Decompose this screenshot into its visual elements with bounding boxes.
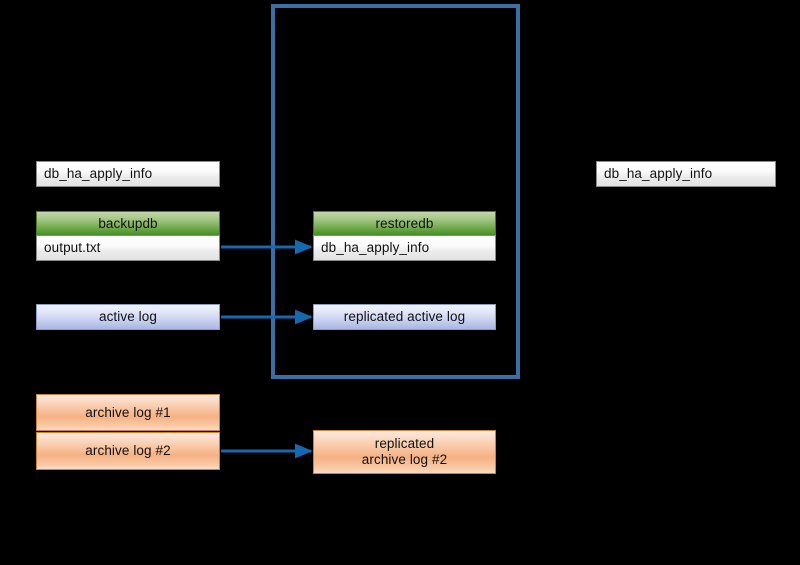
node-restoredb-header: restoredb <box>313 211 496 236</box>
node-backupdb-output: output.txt <box>36 235 220 261</box>
node-source-db-ha-apply-info: db_ha_apply_info <box>36 161 220 187</box>
node-replicated-active-log: replicated active log <box>313 304 496 330</box>
node-archive-log-2: archive log #2 <box>36 432 220 470</box>
node-restoredb-db-ha-apply-info: db_ha_apply_info <box>313 235 496 261</box>
node-target-db-ha-apply-info: db_ha_apply_info <box>596 161 776 187</box>
ha-boundary <box>271 4 520 379</box>
node-archive-log-1: archive log #1 <box>36 394 220 431</box>
node-active-log: active log <box>36 304 220 330</box>
node-backupdb-header: backupdb <box>36 211 220 236</box>
node-replicated-archive-log-2: replicated archive log #2 <box>313 430 496 474</box>
